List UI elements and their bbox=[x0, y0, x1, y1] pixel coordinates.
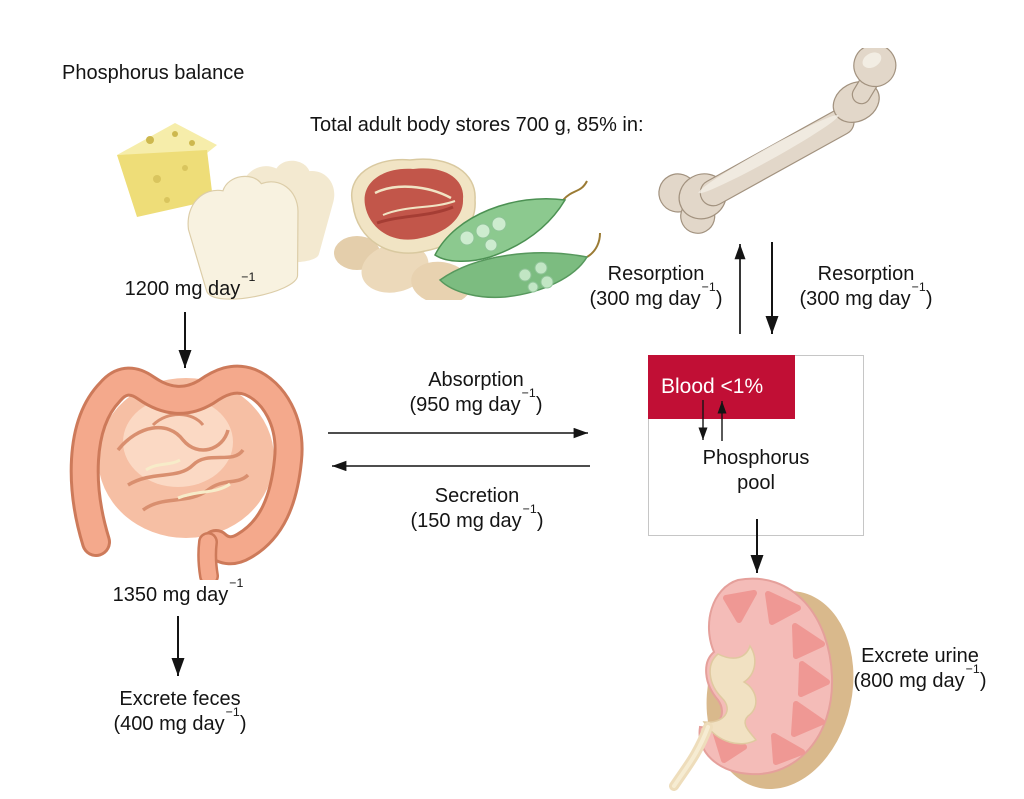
diagram-title: Phosphorus balance bbox=[62, 62, 245, 84]
kidney-icon bbox=[669, 577, 854, 791]
flow-name: Excrete urine bbox=[861, 645, 979, 667]
kidney-illustration bbox=[669, 577, 854, 791]
pea-pods-icon bbox=[434, 180, 601, 299]
resorption-down-label: Resorption (300 mg day−1) bbox=[781, 262, 951, 312]
flow-name: Resorption bbox=[817, 263, 915, 285]
body-stores-caption: Total adult body stores 700 g, 85% in: bbox=[310, 114, 644, 136]
flow-rate: (400 mg day−1) bbox=[113, 705, 247, 735]
phosphorus-pool-label: Phosphorus pool bbox=[649, 446, 863, 496]
secretion-label: Secretion (150 mg day−1) bbox=[377, 484, 577, 534]
flow-name: Absorption bbox=[428, 369, 524, 391]
flow-rate: (300 mg day−1) bbox=[799, 280, 933, 310]
femur-icon bbox=[658, 48, 897, 234]
blood-label: Blood <1% bbox=[661, 375, 764, 398]
flow-name: Secretion bbox=[434, 485, 520, 507]
absorption-label: Absorption (950 mg day−1) bbox=[376, 368, 576, 418]
phosphorus-pool-box: Blood <1% Phosphorus pool bbox=[648, 355, 864, 536]
flow-rate: (950 mg day−1) bbox=[409, 386, 543, 416]
food-illustration bbox=[117, 123, 601, 300]
intestine-illustration bbox=[69, 364, 304, 580]
fecal-input-rate-label: 1350 mg day−1 bbox=[112, 576, 244, 606]
excrete-feces-label: Excrete feces (400 mg day−1) bbox=[80, 687, 280, 737]
meat-icon bbox=[350, 158, 476, 254]
flow-name: Resorption bbox=[607, 263, 705, 285]
pool-label-line1: Phosphorus bbox=[702, 447, 810, 469]
pool-label-line2: pool bbox=[737, 472, 775, 494]
flow-rate: (300 mg day−1) bbox=[589, 280, 723, 310]
intestines-icon bbox=[69, 364, 304, 580]
bread-icon bbox=[187, 160, 335, 300]
flow-rate: (150 mg day−1) bbox=[410, 502, 544, 532]
intake-rate-label: 1200 mg day−1 bbox=[124, 270, 256, 300]
bone-illustration bbox=[658, 48, 897, 234]
excrete-urine-label: Excrete urine (800 mg day−1) bbox=[820, 644, 1020, 694]
flow-rate: (800 mg day−1) bbox=[853, 662, 987, 692]
cheese-icon bbox=[117, 123, 217, 217]
flow-name: Excrete feces bbox=[119, 688, 241, 710]
resorption-up-label: Resorption (300 mg day−1) bbox=[571, 262, 741, 312]
